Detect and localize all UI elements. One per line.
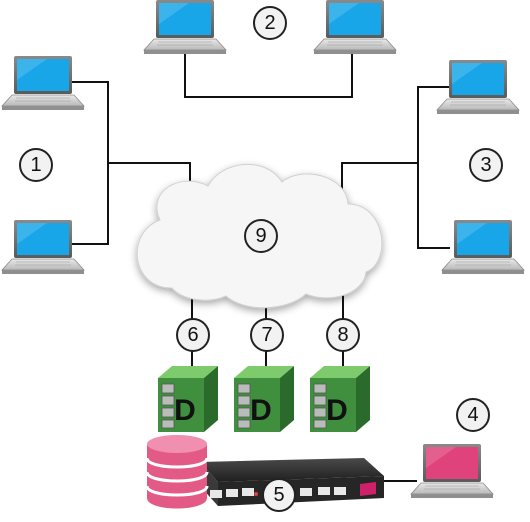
label-9: 9 bbox=[244, 219, 278, 253]
connector-group3 bbox=[341, 86, 450, 249]
server-logo-glyph: D bbox=[174, 394, 196, 427]
server-logo-glyph: D bbox=[326, 394, 348, 427]
label-3: 3 bbox=[469, 148, 503, 182]
server-logo-glyph: D bbox=[250, 394, 272, 427]
connector-group2 bbox=[184, 52, 353, 98]
server-7: D bbox=[233, 365, 295, 433]
laptop-admin bbox=[410, 443, 494, 499]
server-8: D bbox=[309, 365, 371, 433]
laptop-group1-bottom bbox=[1, 219, 85, 275]
laptop-group3-top bbox=[436, 59, 520, 115]
database-icon bbox=[145, 435, 209, 509]
label-8: 8 bbox=[326, 318, 360, 352]
label-1: 1 bbox=[19, 148, 53, 182]
network-appliance bbox=[200, 458, 384, 506]
label-7: 7 bbox=[250, 318, 284, 352]
laptop-group1-top bbox=[1, 55, 85, 111]
laptop-group2-right bbox=[313, 0, 397, 55]
label-2: 2 bbox=[253, 6, 287, 40]
label-4: 4 bbox=[456, 398, 490, 432]
laptop-group3-bottom bbox=[441, 219, 525, 275]
label-5: 5 bbox=[262, 478, 296, 512]
laptop-group2-left bbox=[143, 0, 227, 55]
server-6: D bbox=[157, 365, 219, 433]
label-6: 6 bbox=[176, 318, 210, 352]
